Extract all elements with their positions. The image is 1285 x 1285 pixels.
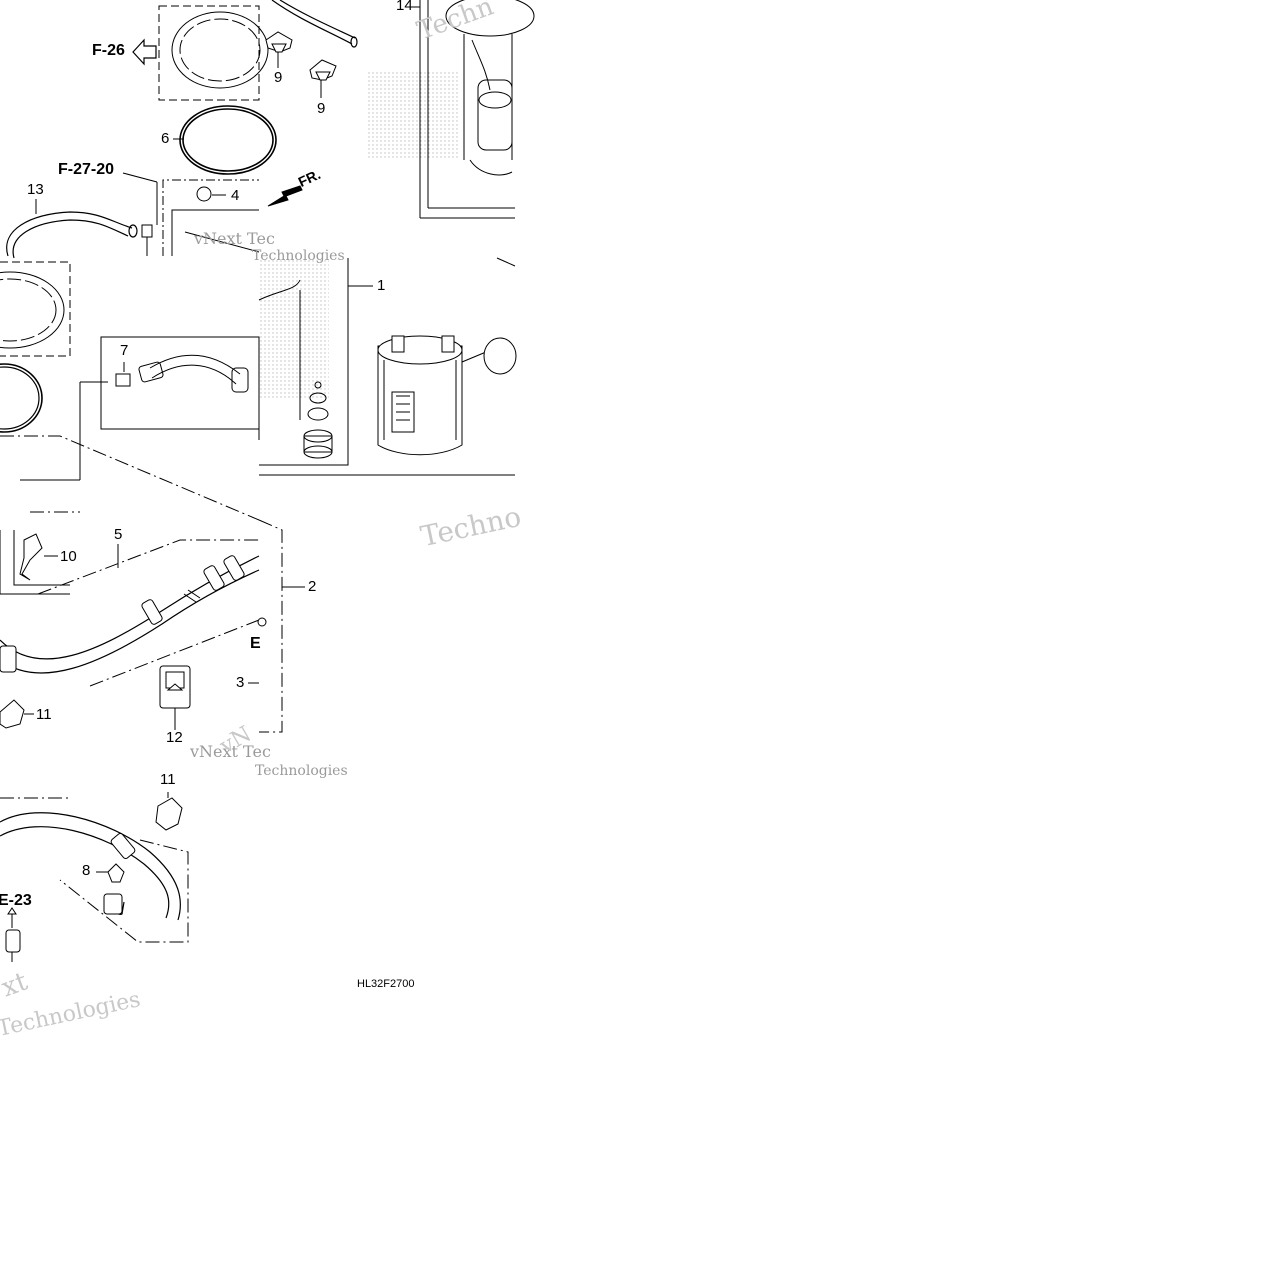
callout-8: 8	[82, 862, 91, 879]
clip-8	[96, 863, 125, 883]
clip-9b	[309, 59, 337, 98]
ring-panel-left	[0, 261, 71, 433]
e23-connector	[5, 907, 21, 962]
callout-3: 3	[236, 674, 245, 691]
clip-11a	[0, 699, 34, 729]
front-arrow-icon	[267, 185, 303, 207]
callout-14: 14	[396, 0, 413, 14]
callout-9b: 9	[317, 100, 326, 117]
clip-10-bracket	[0, 530, 70, 595]
retainer-ring-panel	[158, 5, 269, 101]
callout-7: 7	[120, 342, 129, 359]
callout-11a: 11	[36, 706, 52, 723]
ref-e23: E-23	[0, 892, 32, 909]
pump-canister	[377, 335, 517, 456]
callout-6: 6	[161, 130, 170, 147]
callout-12: 12	[166, 729, 183, 746]
hose-14	[271, 0, 358, 48]
assembly-boundary	[0, 435, 283, 733]
gasket-ring-6	[179, 105, 277, 175]
callout-9a: 9	[274, 69, 283, 86]
callout-4: 4	[231, 187, 240, 204]
callout-1: 1	[377, 277, 386, 294]
callout-5: 5	[114, 526, 123, 543]
bracket-12	[159, 665, 191, 730]
ref-e-partial: E	[250, 635, 261, 652]
ref-f2720: F-27-20	[58, 161, 115, 178]
pump-assembly-panel	[258, 257, 516, 476]
clip-near-13	[122, 172, 158, 256]
ref-f26: F-26	[92, 42, 125, 59]
hose-5-assembly	[0, 539, 260, 687]
clip-9a	[265, 31, 293, 68]
pump-module-top-panel	[368, 0, 535, 219]
callout-11b: 11	[160, 771, 176, 788]
lower-hose-panel	[0, 797, 189, 943]
connector-panel-7	[20, 336, 260, 481]
callout-2: 2	[308, 578, 317, 595]
callout-13: 13	[27, 181, 44, 198]
hose-13	[6, 211, 138, 259]
callout-10: 10	[60, 548, 77, 565]
f26-arrow-icon	[132, 38, 157, 66]
diagram-code: HL32F2700	[357, 978, 415, 990]
clip-11b	[155, 792, 183, 831]
